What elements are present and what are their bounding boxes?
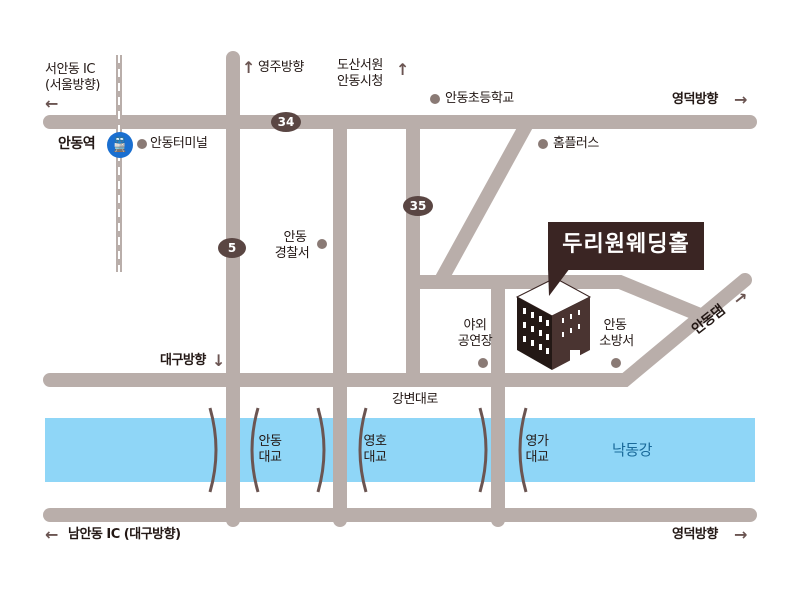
label-seoul-direction: (서울방향) bbox=[45, 78, 100, 93]
label-yeongju: 영주방향 bbox=[258, 60, 304, 75]
label-gangbyeon-road: 강변대로 bbox=[392, 392, 438, 407]
arrow-right-icon: → bbox=[734, 90, 748, 109]
arrow-left-icon: ← bbox=[45, 94, 59, 113]
poi-dot bbox=[611, 358, 621, 368]
label-namandong: 남안동 IC (대구방향) bbox=[68, 527, 181, 542]
arrow-down-icon: ↓ bbox=[212, 351, 226, 370]
bridge-label: 대교 bbox=[525, 450, 549, 465]
arrow-left-icon: ← bbox=[45, 525, 59, 544]
poi-dot bbox=[137, 139, 147, 149]
bridge-label: 영가 bbox=[525, 434, 549, 449]
roads bbox=[43, 51, 757, 527]
arrow-right-icon: → bbox=[734, 525, 748, 544]
route-marker-5: 5 bbox=[218, 238, 246, 258]
bridge-label: 대교 bbox=[258, 450, 282, 465]
poi-dot bbox=[538, 139, 548, 149]
poi-dot bbox=[430, 94, 440, 104]
label-fire-2: 소방서 bbox=[599, 334, 634, 349]
building-icon bbox=[515, 277, 592, 370]
train-icon: 🚆 bbox=[107, 132, 133, 158]
bridge-label: 안동 bbox=[258, 434, 282, 449]
poi-dot bbox=[478, 358, 488, 368]
label-homeplus: 홈플러스 bbox=[553, 136, 599, 151]
label-fire-1: 안동 bbox=[603, 318, 627, 333]
bridge-marks bbox=[208, 407, 528, 493]
label-daegu: 대구방향 bbox=[160, 353, 206, 368]
arrow-up-icon: ↑ bbox=[396, 60, 410, 79]
bridge-label: 대교 bbox=[363, 450, 387, 465]
label-police-1: 안동 bbox=[283, 230, 307, 245]
nakdong-river bbox=[45, 418, 755, 482]
label-station: 안동역 bbox=[58, 136, 96, 152]
poi-dot bbox=[317, 239, 327, 249]
label-seoandong-ic: 서안동 IC bbox=[45, 62, 95, 77]
label-yeongdeok-top: 영덕방향 bbox=[672, 92, 718, 107]
callout-pointer bbox=[548, 268, 570, 296]
route-marker-35: 35 bbox=[403, 196, 433, 216]
label-terminal: 안동터미널 bbox=[150, 136, 208, 151]
road-east bbox=[406, 275, 707, 322]
label-dosan: 도산서원 bbox=[337, 58, 383, 73]
route-marker-34: 34 bbox=[271, 112, 301, 132]
label-cityhall: 안동시청 bbox=[337, 74, 383, 89]
label-yeongdeok-bottom: 영덕방향 bbox=[672, 527, 718, 542]
road-diagonal bbox=[433, 115, 535, 289]
destination-label: 두리원웨딩홀 bbox=[548, 222, 704, 270]
label-river: 낙동강 bbox=[612, 441, 652, 459]
label-school: 안동초등학교 bbox=[445, 91, 514, 106]
label-stage-2: 공연장 bbox=[457, 334, 493, 349]
arrow-up-icon: ↑ bbox=[242, 58, 256, 77]
label-police-2: 경찰서 bbox=[274, 246, 310, 261]
label-stage-1: 야외 bbox=[463, 318, 487, 333]
bridge-label: 영호 bbox=[363, 434, 387, 449]
